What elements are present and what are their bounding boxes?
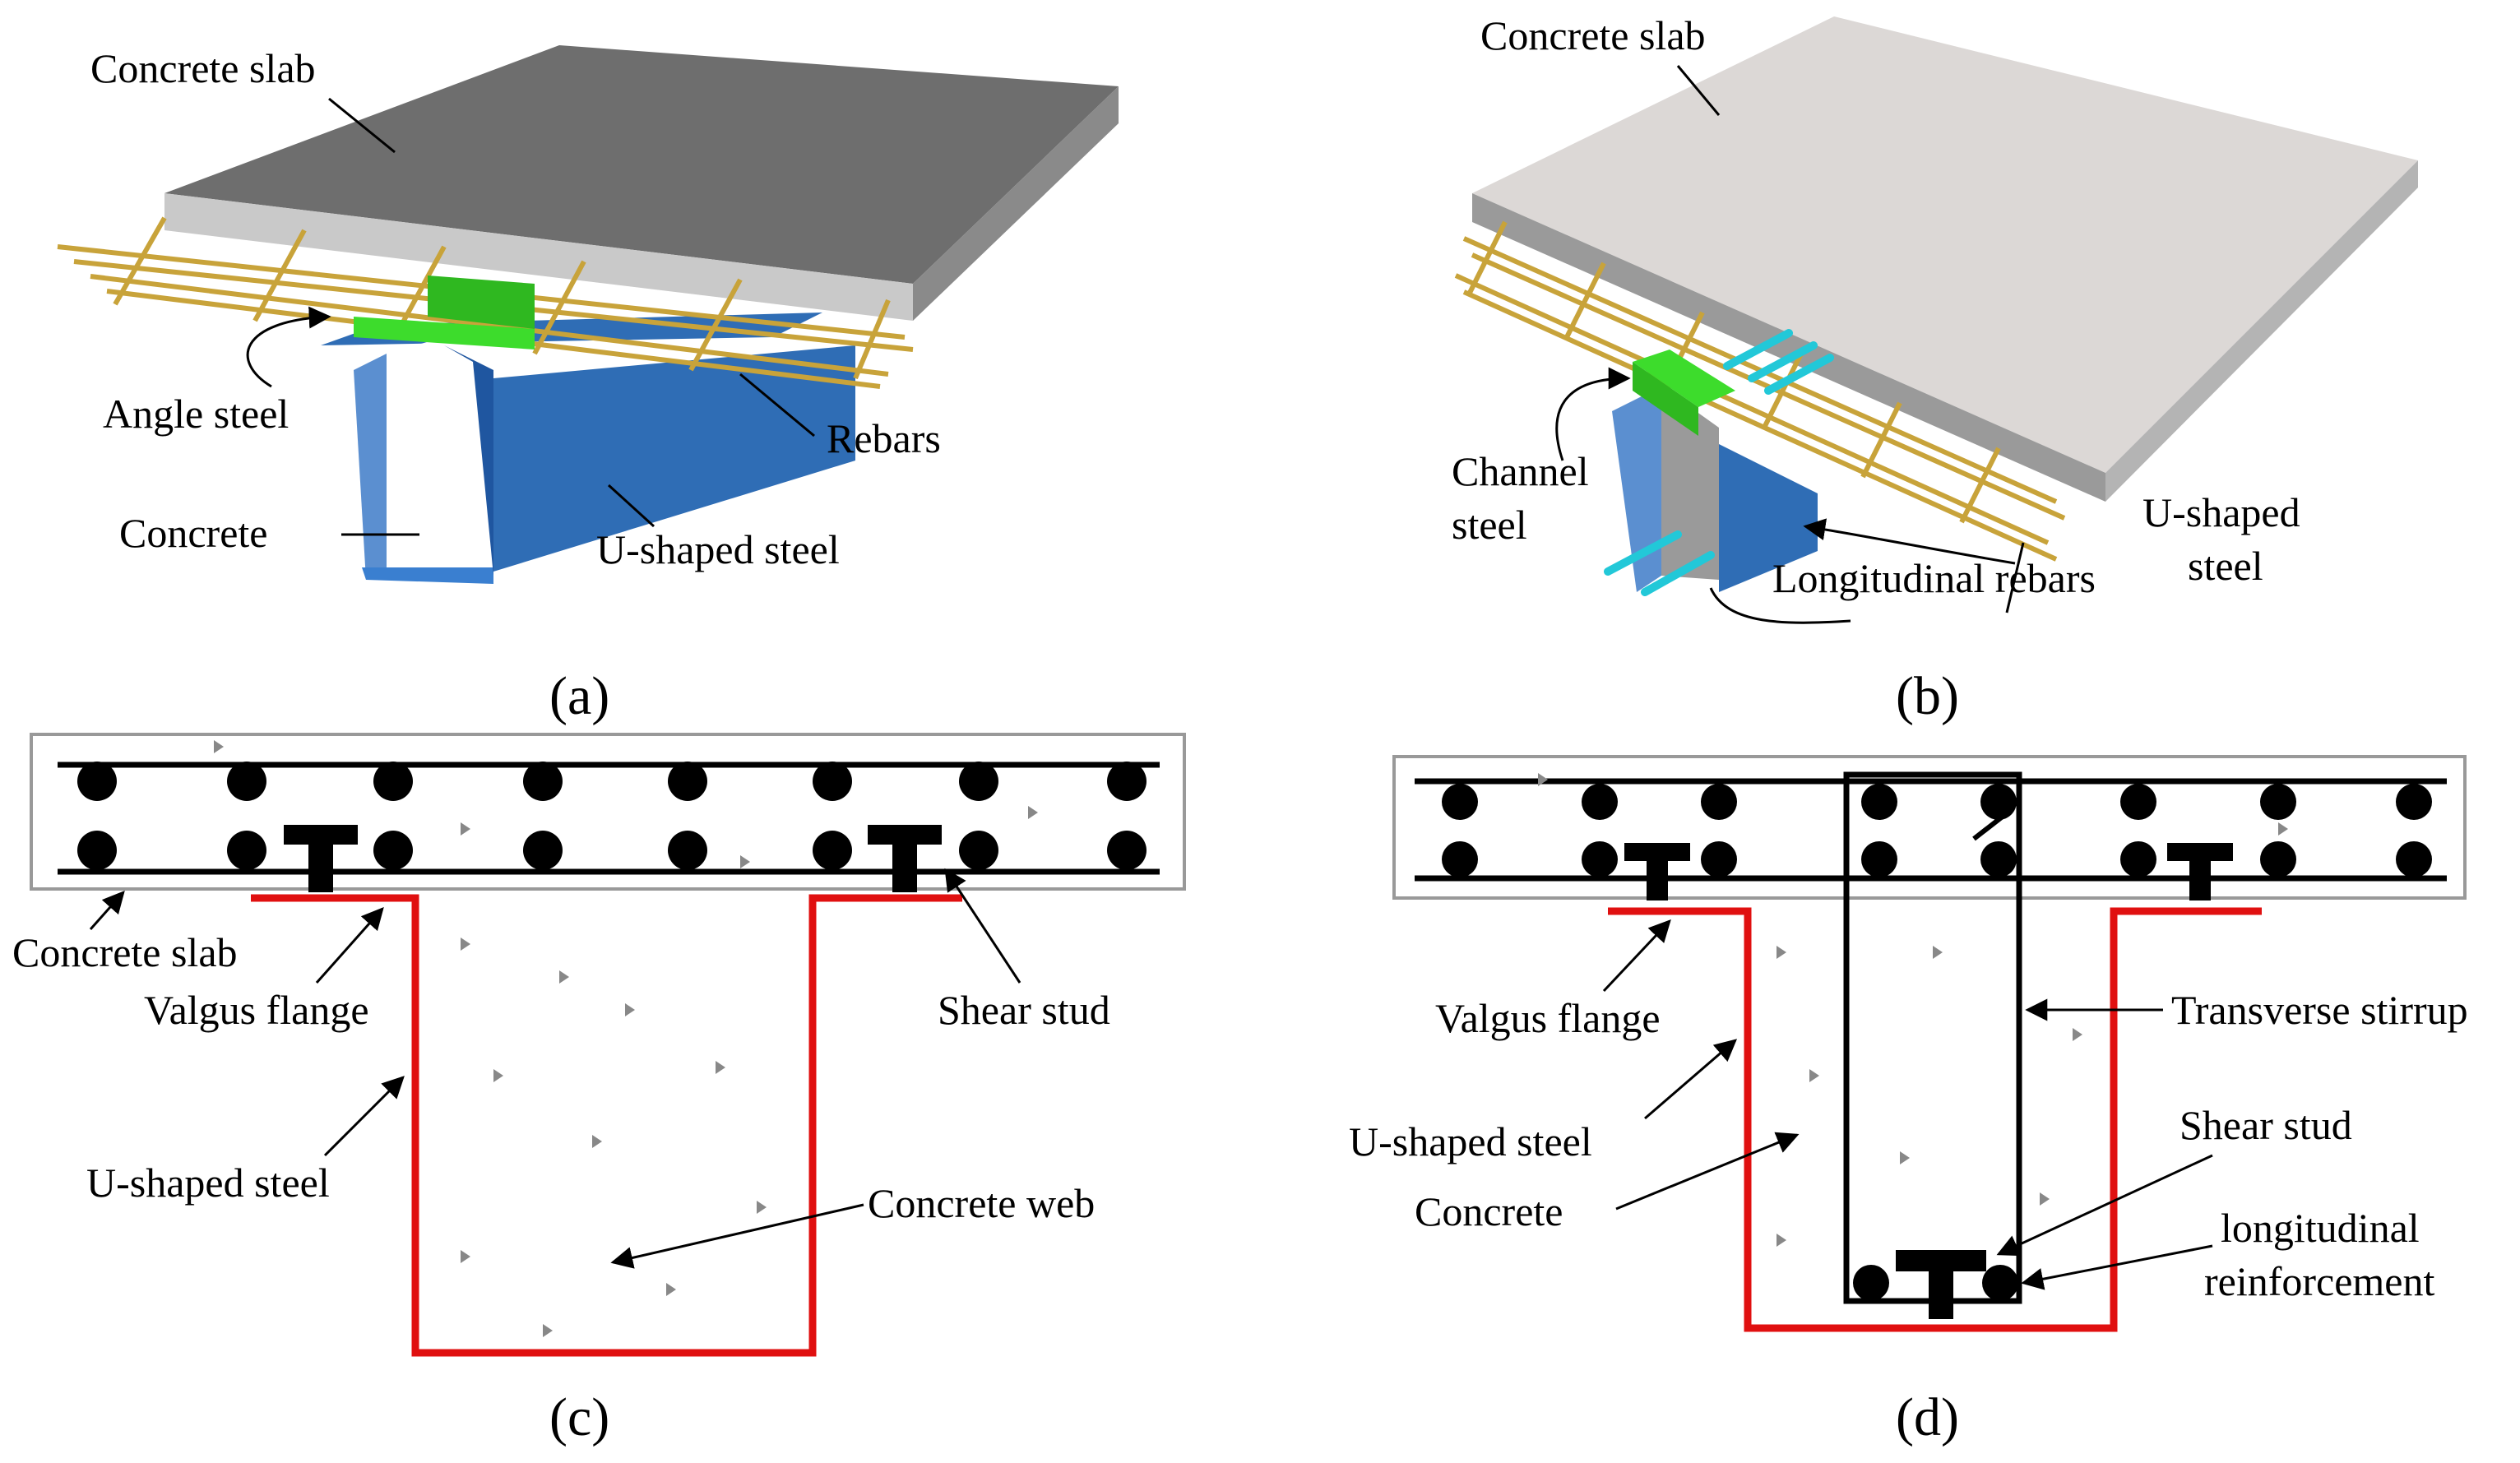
channel-steel-3d: [1633, 350, 1735, 436]
leader-longitudinal-rebars-2: [1709, 587, 1851, 624]
caption-b: (b): [1896, 666, 1959, 726]
label-concrete-slab-c: Concrete slab: [12, 929, 238, 975]
u-shaped-steel-section-c: [251, 894, 962, 1357]
angle-steel-3d: [354, 275, 535, 350]
label-u-shaped-b-1: U-shaped: [2142, 489, 2300, 535]
u-shaped-steel-section-d: [1608, 907, 2262, 1332]
leader-rebars: [739, 373, 815, 438]
rebars-top-d: [1442, 784, 2432, 820]
panel-b: Concrete slab Channel steel U-shaped ste…: [1452, 12, 2418, 726]
leader-concrete-slab-c: [89, 890, 125, 930]
shear-studs-c: [284, 825, 942, 892]
panel-a: Concrete slab Angle steel Rebars Concret…: [57, 45, 1119, 726]
concrete-slab-3d: [164, 45, 1119, 284]
leader-u-shaped-steel-c: [323, 1076, 405, 1157]
slab-front-face: [164, 193, 913, 321]
leader-concrete-d: [1615, 1132, 1800, 1211]
rebars-bottom-c: [77, 831, 1147, 870]
label-transverse-stirrup: Transverse stirrup: [2171, 987, 2468, 1033]
label-channel-2: steel: [1452, 502, 1527, 548]
leader-u-shaped-steel-d: [1644, 1039, 1738, 1120]
label-shear-stud-d: Shear stud: [2180, 1102, 2352, 1148]
label-shear-stud-c: Shear stud: [938, 987, 1110, 1033]
slab-side-face-b: [2105, 160, 2418, 502]
u-shaped-steel-3d: [321, 313, 855, 584]
label-valgus-flange-d: Valgus flange: [1435, 995, 1661, 1041]
leader-longitudinal-rebars: [1803, 518, 2016, 565]
caption-d: (d): [1896, 1387, 1959, 1447]
rebars-bottom-d: [1442, 841, 2432, 877]
panel-d: Valgus flange Transverse stirrup U-shape…: [1349, 755, 2468, 1447]
label-concrete-slab-b: Concrete slab: [1480, 12, 1706, 58]
leader-u-shaped-steel-a: [607, 484, 655, 528]
label-rebars: Rebars: [827, 415, 941, 461]
leader-longitudinal-reinforcement: [2021, 1244, 2213, 1290]
web-rebars-d: [1853, 1265, 2018, 1301]
slab-front-face-b: [1472, 193, 2105, 502]
leader-angle-steel: [246, 306, 331, 388]
label-u-shaped-b-2: steel: [2188, 543, 2263, 589]
leader-concrete-slab-b: [1676, 65, 1721, 116]
leader-concrete-slab-a: [328, 97, 396, 154]
concrete-slab-3d-b: [1472, 16, 2418, 473]
label-angle-steel: Angle steel: [103, 391, 289, 437]
label-u-shaped-steel-d: U-shaped steel: [1349, 1118, 1592, 1164]
label-channel-1: Channel: [1452, 448, 1589, 494]
shear-studs-d: [1624, 843, 2233, 1319]
caption-a: (a): [549, 666, 609, 726]
label-concrete-a: Concrete: [119, 510, 267, 556]
leader-valgus-flange-c: [315, 906, 384, 984]
panel-c: Concrete slab Valgus flange Shear stud U…: [12, 733, 1186, 1447]
transverse-stirrup: [1843, 771, 2022, 1304]
leader-shear-stud-d: [1996, 1154, 2213, 1257]
leader-concrete-web: [610, 1203, 864, 1269]
aggregate-d: [1538, 773, 2288, 1247]
leader-valgus-flange-d: [1602, 919, 1671, 993]
label-valgus-flange-c: Valgus flange: [144, 987, 369, 1033]
label-longitudinal-2: reinforcement: [2204, 1258, 2435, 1304]
leader-u-shaped-b: [2005, 542, 2025, 613]
web-concrete-c: [419, 892, 810, 1349]
leader-shear-stud-c: [944, 868, 1021, 984]
leader-channel-steel: [1555, 367, 1631, 461]
stirrup-hook: [1972, 808, 2013, 841]
transverse-studs-b: [1604, 329, 1834, 596]
caption-c: (c): [549, 1387, 609, 1447]
slab-outline-c: [30, 733, 1186, 891]
label-concrete-slab-a: Concrete slab: [90, 45, 316, 91]
label-u-shaped-steel-a: U-shaped steel: [596, 526, 840, 572]
label-concrete-web: Concrete web: [868, 1180, 1095, 1226]
rebars-top-c: [77, 762, 1147, 801]
aggregate-c: [214, 740, 1038, 1337]
label-longitudinal-1: longitudinal: [2221, 1205, 2420, 1251]
slab-outline-d: [1392, 755, 2467, 900]
label-u-shaped-steel-c: U-shaped steel: [86, 1160, 330, 1206]
label-concrete-d: Concrete: [1415, 1188, 1563, 1234]
label-longitudinal-rebars: Longitudinal rebars: [1772, 555, 2096, 601]
slab-side-face: [913, 86, 1119, 321]
